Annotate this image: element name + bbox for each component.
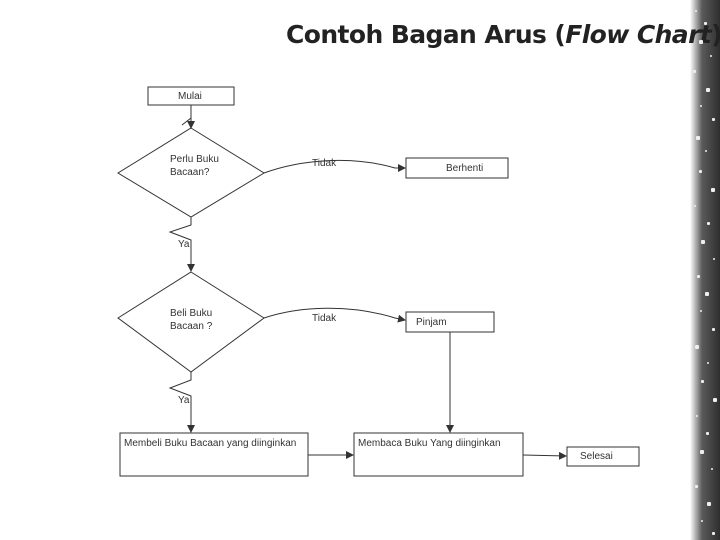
edge-speckle <box>701 520 703 522</box>
edge-speckle <box>693 70 696 73</box>
edge-speckle <box>695 485 698 488</box>
edge-speckle <box>696 415 698 417</box>
page-title: Contoh Bagan Arus (Flow Chart) <box>286 20 720 49</box>
end-label: Selesai <box>580 451 613 462</box>
edge-speckle <box>706 88 710 92</box>
edge-speckle <box>704 22 707 25</box>
edge-speckle <box>699 40 703 44</box>
edge-speckle <box>707 222 710 225</box>
arrow-start-to-decision1 <box>181 105 191 128</box>
edge-speckle <box>713 258 715 260</box>
arrow-decision1-yes <box>168 217 195 272</box>
stop-label: Berhenti <box>446 163 484 174</box>
edge-speckle <box>700 310 702 312</box>
edge-speckle <box>701 380 704 383</box>
edge-speckle <box>705 150 707 152</box>
edge-speckle <box>713 398 717 402</box>
edge-label-d2-no: Tidak <box>312 313 337 324</box>
edge-speckle <box>711 468 713 470</box>
edge-speckle <box>710 55 712 57</box>
decision1-label: Perlu Buku Bacaan? <box>170 154 219 178</box>
read-label: Membaca Buku Yang diinginkan <box>358 438 501 449</box>
edge-speckle <box>696 136 700 140</box>
right-edge-decoration <box>690 0 720 540</box>
edge-speckle <box>711 188 715 192</box>
arrow-decision1-no <box>263 159 406 174</box>
edge-speckle <box>697 275 700 278</box>
edge-speckle <box>705 292 709 296</box>
edge-label-d1-no: Tidak <box>312 158 337 169</box>
edge-speckle <box>707 362 709 364</box>
buy-box <box>119 432 309 477</box>
arrow-decision2-yes <box>168 372 195 433</box>
edge-speckle <box>701 240 705 244</box>
edge-speckle <box>706 432 709 435</box>
buy-label: Membeli Buku Bacaan yang diinginkan <box>124 438 297 449</box>
start-label: Mulai <box>178 91 202 102</box>
arrow-decision2-no <box>263 307 406 323</box>
edge-label-d1-yes: Ya <box>178 239 190 250</box>
edge-label-d2-yes: Ya <box>178 395 190 406</box>
read-box <box>353 432 524 477</box>
borrow-label: Pinjam <box>416 317 447 328</box>
edge-speckle <box>712 328 715 331</box>
edge-speckle <box>700 105 702 107</box>
edge-speckle <box>712 118 715 121</box>
edge-speckle <box>712 532 715 535</box>
edge-speckle <box>694 205 696 207</box>
decision2-label: Beli Buku Bacaan ? <box>170 308 213 332</box>
edge-speckle <box>695 10 697 12</box>
end-box <box>566 446 640 467</box>
edge-speckle <box>707 502 711 506</box>
edge-speckle <box>695 345 699 349</box>
edge-speckle <box>700 450 704 454</box>
stop-box <box>405 157 509 179</box>
arrow-read-to-end <box>522 451 567 460</box>
edge-speckle <box>699 170 702 173</box>
